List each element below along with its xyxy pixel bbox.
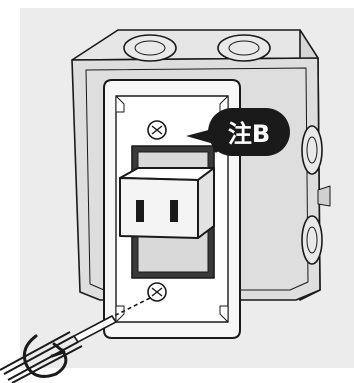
screw-bottom [148,283,166,301]
screw-top [148,121,166,139]
receptacle-slot-right [170,200,178,222]
knockout-right-lower [302,216,322,264]
receptacle-side [198,168,214,238]
knockout-top-left [124,35,176,61]
receptacle-slot-left [136,200,144,222]
knockout-top-right [218,35,270,61]
receptacle-front [120,178,198,238]
box-tab-right [318,186,330,206]
knockout-right-upper [302,126,322,174]
callout-label: 注B [228,120,270,148]
receptacle [120,168,214,238]
